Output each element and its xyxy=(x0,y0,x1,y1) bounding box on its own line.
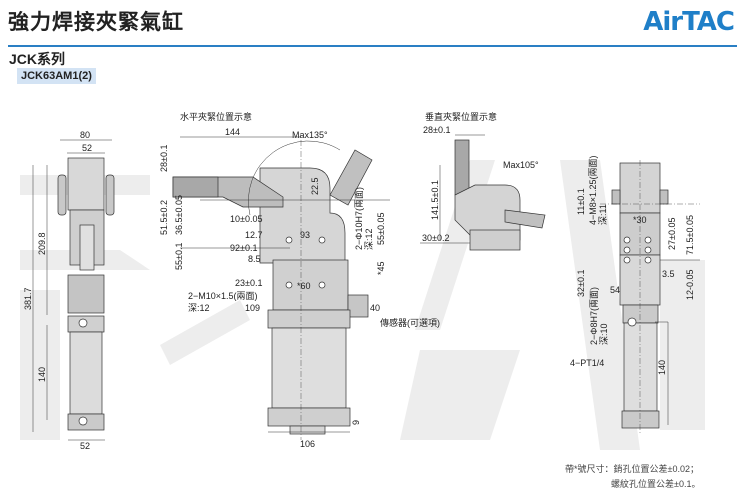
vertical-clamp-title: 垂直夾緊位置示意 xyxy=(425,111,497,122)
dim-3-5: 3.5 xyxy=(662,269,675,279)
dim-36-5: 36.5±0.05 xyxy=(174,195,184,235)
dim-55-05: 55±0.05 xyxy=(376,213,386,245)
right-side-view xyxy=(600,160,700,435)
footnote-line-2: 螺紋孔位置公差±0.1。 xyxy=(611,479,701,489)
thread-m8-depth: 深:11 xyxy=(598,204,608,225)
thread-m8: 4−M8×1.25(兩面) xyxy=(588,155,598,225)
dim-left-52-top: 52 xyxy=(82,143,92,153)
dim-27: 27±0.05 xyxy=(667,218,677,250)
dim-40: 40 xyxy=(370,303,380,313)
dim-28: 28±0.1 xyxy=(159,145,169,172)
dim-left-80: 80 xyxy=(80,130,90,140)
dim-144: 144 xyxy=(225,127,240,137)
dim-60: *60 xyxy=(297,281,311,291)
dim-45: *45 xyxy=(376,261,386,275)
airtac-logo: AirTAC xyxy=(643,7,735,37)
footnote-line-1: 帶*號尺寸：銷孔位置公差±0.02； xyxy=(565,464,699,474)
pin-phi8-depth: 深:10 xyxy=(599,323,609,345)
sensor-label: 傳感器(可選項) xyxy=(380,317,440,328)
dim-r-140: 140 xyxy=(657,360,667,375)
center-front-view xyxy=(172,136,390,440)
dim-left-381: 381.7 xyxy=(23,287,33,310)
dim-max105: Max105° xyxy=(503,160,539,170)
dim-109: 109 xyxy=(245,303,260,313)
header-divider xyxy=(8,45,737,47)
dim-v-30: 30±0.2 xyxy=(422,233,449,243)
dim-141-5: 141.5±0.1 xyxy=(430,180,440,220)
dim-left-52-bottom: 52 xyxy=(80,441,90,451)
page-title: 強力焊接夾緊氣缸 xyxy=(8,11,184,34)
watermark xyxy=(20,160,705,450)
dim-max135: Max135° xyxy=(292,130,328,140)
pin-phi10-depth: 深:12 xyxy=(364,228,374,250)
dim-v-28: 28±0.1 xyxy=(423,125,450,135)
dim-10: 10±0.05 xyxy=(230,214,262,224)
port-pt14: 4−PT1/4 xyxy=(570,358,604,368)
dim-23: 23±0.1 xyxy=(235,278,262,288)
vertical-clamp-view xyxy=(420,134,546,251)
horizontal-clamp-title: 水平夾緊位置示意 xyxy=(180,111,252,122)
dim-8-5: 8.5 xyxy=(248,254,261,264)
dim-106: 106 xyxy=(300,439,315,449)
dim-51-5: 51.5±0.2 xyxy=(159,200,169,235)
dim-9: 9 xyxy=(351,420,361,425)
dim-92: 92±0.1 xyxy=(230,243,257,253)
dim-12: 12-0.05 xyxy=(685,269,695,300)
thread-m10-depth: 深:12 xyxy=(188,303,210,313)
dim-55: 55±0.1 xyxy=(174,243,184,270)
dim-32: 32±0.1 xyxy=(576,270,586,297)
series-label: JCK系列 xyxy=(9,51,66,67)
dim-71-5: 71.5±0.05 xyxy=(685,215,695,255)
dim-93: 93 xyxy=(300,230,310,240)
dim-54: 54 xyxy=(610,285,620,295)
pin-phi10: 2−Φ10H7(兩面) xyxy=(354,187,364,250)
dim-22-5: 22.5 xyxy=(310,177,320,195)
dim-r-30: *30 xyxy=(633,215,647,225)
dim-11: 11±0.1 xyxy=(576,188,586,215)
left-side-view xyxy=(32,139,115,441)
thread-m10: 2−M10×1.5(兩面) xyxy=(188,291,258,301)
dim-12-7: 12.7 xyxy=(245,230,263,240)
dim-left-209: 209.8 xyxy=(37,232,47,255)
model-badge: JCK63AM1(2) xyxy=(17,68,96,84)
pin-phi8: 2−Φ8H7(兩面) xyxy=(589,287,599,345)
dim-left-140: 140 xyxy=(37,367,47,382)
